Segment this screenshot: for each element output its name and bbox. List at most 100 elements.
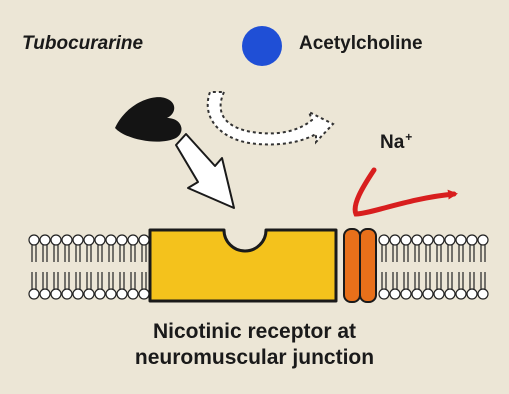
lipid-tail [459, 272, 463, 289]
lipid-head [106, 235, 116, 245]
lipid-head [84, 235, 94, 245]
lipid-head [62, 235, 72, 245]
lipid-tail [382, 245, 386, 262]
lipid-tail [43, 272, 47, 289]
lipid-tail [54, 272, 58, 289]
lipid-tail [415, 272, 419, 289]
lipid-tail [109, 245, 113, 262]
lipid-tail [32, 245, 36, 262]
lipid-tail [131, 245, 135, 262]
lipid-head [51, 289, 61, 299]
sodium-ion-label: Na+ [380, 130, 412, 154]
lipid-tail [131, 272, 135, 289]
acetylcholine-label: Acetylcholine [299, 33, 423, 55]
lipid-tail [120, 245, 124, 262]
lipid-tail [437, 245, 441, 262]
lipid-head [412, 235, 422, 245]
ion-channel-right [360, 229, 376, 302]
lipid-head [95, 235, 105, 245]
lipid-head [117, 235, 127, 245]
lipid-head [29, 235, 39, 245]
lipid-head [445, 235, 455, 245]
lipid-head [379, 235, 389, 245]
lipid-head [401, 289, 411, 299]
lipid-head [117, 289, 127, 299]
lipid-head [84, 289, 94, 299]
lipid-head [456, 235, 466, 245]
lipid-head [401, 235, 411, 245]
lipid-tail [109, 272, 113, 289]
sodium-charge: + [405, 130, 412, 144]
lipid-tail [120, 272, 124, 289]
lipid-tail [142, 272, 146, 289]
lipid-tail [32, 272, 36, 289]
lipid-head [128, 235, 138, 245]
lipid-tail [87, 245, 91, 262]
lipid-head [379, 289, 389, 299]
lipid-tail [470, 272, 474, 289]
lipid-head [51, 235, 61, 245]
lipid-tail [65, 272, 69, 289]
tubocurarine-label: Tubocurarine [22, 33, 143, 55]
lipid-tail [43, 245, 47, 262]
lipid-head [434, 289, 444, 299]
acetylcholine-path-arrow [208, 92, 333, 145]
lipid-tail [54, 245, 58, 262]
lipid-head [390, 235, 400, 245]
lipid-head [467, 289, 477, 299]
lipid-tail [142, 245, 146, 262]
acetylcholine-molecule [242, 26, 282, 66]
lipid-head [445, 289, 455, 299]
lipid-tail [481, 272, 485, 289]
lipid-head [73, 289, 83, 299]
lipid-tail [426, 272, 430, 289]
lipid-head [412, 289, 422, 299]
lipid-head [95, 289, 105, 299]
tubocurarine-binding-arrow [176, 134, 234, 208]
lipid-tail [404, 245, 408, 262]
lipid-tail [404, 272, 408, 289]
lipid-tail [65, 245, 69, 262]
lipid-head [423, 289, 433, 299]
lipid-tail [98, 272, 102, 289]
lipid-head [390, 289, 400, 299]
lipid-tail [448, 245, 452, 262]
lipid-head [478, 235, 488, 245]
lipid-head [29, 289, 39, 299]
lipid-tail [87, 272, 91, 289]
lipid-tail [76, 272, 80, 289]
lipid-tail [98, 245, 102, 262]
lipid-tail [470, 245, 474, 262]
lipid-head [456, 289, 466, 299]
lipid-head [40, 289, 50, 299]
lipid-head [478, 289, 488, 299]
lipid-tail [393, 272, 397, 289]
lipid-tail [481, 245, 485, 262]
lipid-tail [76, 245, 80, 262]
lipid-tail [415, 245, 419, 262]
lipid-head [423, 235, 433, 245]
lipid-head [434, 235, 444, 245]
lipid-tail [448, 272, 452, 289]
lipid-head [73, 235, 83, 245]
lipid-tail [382, 272, 386, 289]
lipid-head [467, 235, 477, 245]
caption-line-2: neuromuscular junction [0, 346, 509, 370]
lipid-tail [393, 245, 397, 262]
lipid-head [106, 289, 116, 299]
lipid-head [40, 235, 50, 245]
lipid-head [139, 289, 149, 299]
lipid-head [62, 289, 72, 299]
tubocurarine-molecule [115, 97, 182, 141]
nicotinic-receptor [150, 230, 336, 301]
lipid-tail [459, 245, 463, 262]
lipid-head [128, 289, 138, 299]
sodium-symbol: Na [380, 132, 404, 153]
sodium-flow-arrow [355, 170, 454, 214]
lipid-head [139, 235, 149, 245]
lipid-tail [437, 272, 441, 289]
lipid-tail [426, 245, 430, 262]
caption-line-1: Nicotinic receptor at [0, 320, 509, 344]
ion-channel-left [344, 229, 360, 302]
